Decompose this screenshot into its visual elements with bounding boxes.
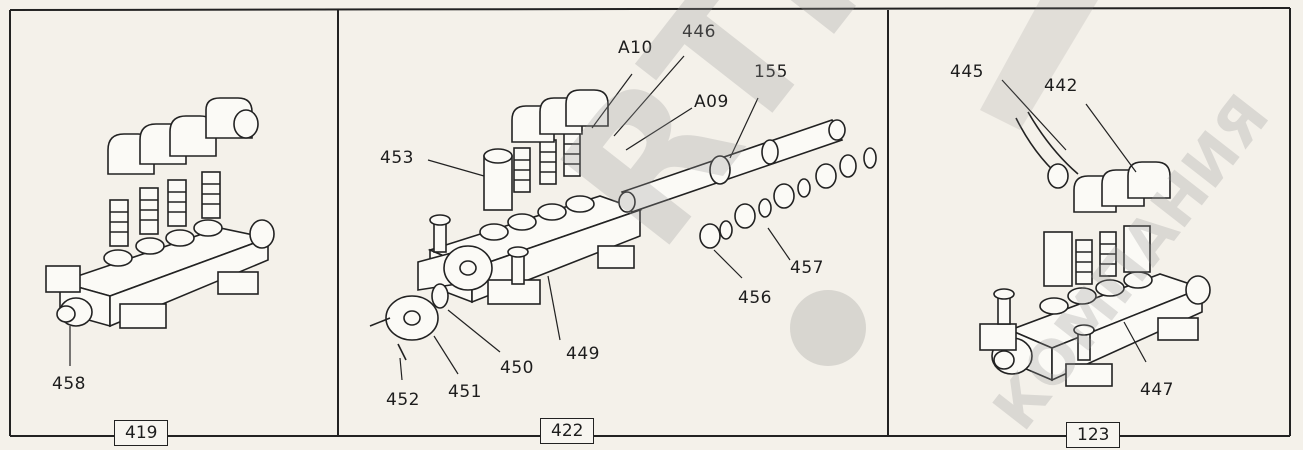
part-label: 457	[790, 258, 824, 278]
figure-tag: 422	[540, 418, 595, 444]
figure-tag: 419	[114, 420, 169, 446]
leader-lines-422	[399, 55, 791, 381]
watermark-shapes	[790, 0, 1098, 366]
part-label: 451	[448, 382, 482, 402]
part-label: 452	[386, 390, 420, 410]
part-label: A10	[618, 38, 653, 58]
part-label: 442	[1044, 76, 1078, 96]
part-label: 447	[1140, 380, 1174, 400]
part-label: 445	[950, 62, 984, 82]
figure-tag: 123	[1066, 422, 1121, 448]
part-label: 155	[754, 62, 788, 82]
valve-block-423	[979, 111, 1211, 387]
part-label: 446	[682, 22, 716, 42]
leader-lines-423	[1001, 79, 1147, 363]
panel-frame	[9, 7, 1291, 437]
valve-block-422	[369, 89, 877, 361]
part-label: 449	[566, 344, 600, 364]
valve-block-419	[45, 97, 275, 329]
part-label: 450	[500, 358, 534, 378]
part-label: 456	[738, 288, 772, 308]
part-label: 458	[52, 374, 86, 394]
part-label: 453	[380, 148, 414, 168]
part-label: A09	[694, 92, 729, 112]
